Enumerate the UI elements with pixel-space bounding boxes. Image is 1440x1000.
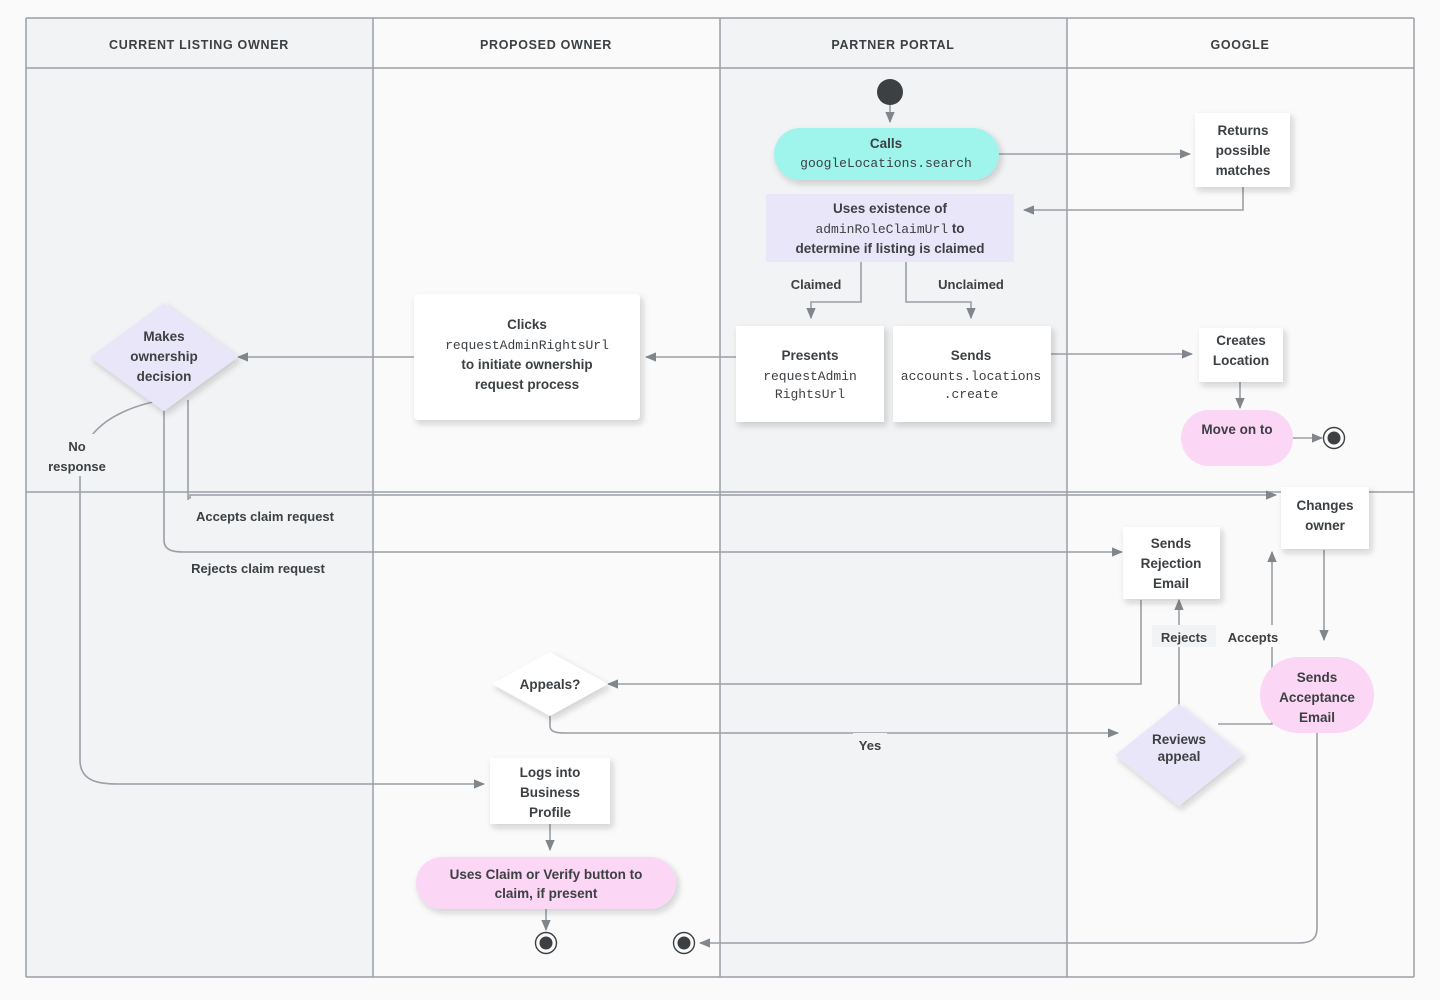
node-reviews-line1: Reviews [1152, 732, 1206, 747]
node-uses-line2-suffix: to [948, 221, 965, 236]
node-rejection-line1: Sends [1151, 536, 1192, 551]
edge-label-claimed: Claimed [791, 277, 842, 292]
node-end-circle-google[interactable] [1322, 426, 1346, 450]
node-logs-line3: Profile [529, 805, 572, 820]
node-changes-owner[interactable]: Changes owner [1281, 487, 1369, 549]
node-rejection-line2: Rejection [1141, 556, 1202, 571]
node-returns-line1: Returns [1217, 123, 1268, 138]
edge-label-rejects: Rejects [1161, 630, 1207, 645]
node-end-circle-proposed-right[interactable] [672, 931, 696, 955]
node-sends-create-line2: accounts.locations [901, 369, 1041, 384]
node-sends-accounts-locations-create[interactable]: Sends accounts.locations .create [893, 326, 1051, 422]
node-calls-line2: googleLocations.search [800, 156, 972, 171]
connectors [79, 104, 1329, 948]
node-end-circle-proposed-left[interactable] [534, 931, 558, 955]
node-reviews-appeal[interactable]: Reviews appeal [1115, 704, 1243, 806]
lane-title-partner-portal: PARTNER PORTAL [831, 38, 954, 52]
edge-label-unclaimed: Unclaimed [938, 277, 1004, 292]
node-calls-line1: Calls [870, 136, 902, 151]
edge-rejection-to-appeals [606, 600, 1142, 689]
node-decision-line3: decision [137, 369, 192, 384]
node-reviews-line2: appeal [1158, 749, 1201, 764]
node-sends-create-line3: .create [944, 387, 999, 402]
node-returns-line3: matches [1216, 163, 1271, 178]
node-rejection-line3: Email [1153, 576, 1189, 591]
node-decision-line2: ownership [130, 349, 198, 364]
lane-title-proposed-owner: PROPOSED OWNER [480, 38, 612, 52]
node-claim-line2: claim, if present [495, 886, 598, 901]
node-appeals-label: Appeals? [520, 677, 581, 692]
node-changes-owner-line1: Changes [1296, 498, 1353, 513]
node-sends-create-line1: Sends [951, 348, 992, 363]
node-start-circle[interactable] [877, 79, 903, 105]
edge-label-yes: Yes [859, 738, 881, 753]
node-returns-possible-matches[interactable]: Returns possible matches [1195, 113, 1290, 187]
node-move-on-to-label: Move on to [1201, 422, 1272, 437]
node-clicks-line1: Clicks [507, 317, 547, 332]
node-makes-ownership-decision[interactable]: Makes ownership decision [90, 303, 238, 411]
node-clicks-line2: requestAdminRightsUrl [445, 338, 609, 353]
edge-label-accepts: Accepts [1228, 630, 1279, 645]
node-clicks-requestadminrightsurl[interactable]: Clicks requestAdminRightsUrl to initiate… [414, 294, 640, 420]
node-decision-line1: Makes [143, 329, 184, 344]
svg-text:adminRoleClaimUrl to: adminRoleClaimUrl to [815, 221, 964, 237]
node-uses-existence-adminroleclaimurl[interactable]: Uses existence of adminRoleClaimUrl to d… [766, 194, 1014, 262]
node-presents-line3: RightsUrl [775, 387, 845, 402]
node-clicks-line4: request process [475, 377, 579, 392]
node-acceptance-line1: Sends [1297, 670, 1338, 685]
node-uses-line1: Uses existence of [833, 201, 948, 216]
node-logs-line2: Business [520, 785, 580, 800]
node-move-on-to[interactable]: Move on to [1181, 410, 1293, 466]
node-logs-into-business-profile[interactable]: Logs into Business Profile [490, 758, 610, 824]
node-uses-line2-code: adminRoleClaimUrl [815, 222, 948, 237]
node-logs-line1: Logs into [520, 765, 581, 780]
node-uses-line3: determine if listing is claimed [795, 241, 984, 256]
node-creates-location-line2: Location [1213, 353, 1269, 368]
node-presents-line1: Presents [781, 348, 838, 363]
node-changes-owner-line2: owner [1305, 518, 1346, 533]
edge-acceptance-to-end [698, 733, 1318, 948]
node-appeals-decision[interactable]: Appeals? [492, 652, 608, 716]
edge-appeals-yes-to-reviews [549, 714, 1120, 738]
node-uses-claim-or-verify[interactable]: Uses Claim or Verify button to claim, if… [416, 857, 676, 909]
edge-returns-to-uses [1022, 186, 1244, 215]
node-creates-location-line1: Creates [1216, 333, 1266, 348]
node-calls-googlelocations-search[interactable]: Calls googleLocations.search [774, 128, 999, 180]
node-sends-rejection-email[interactable]: Sends Rejection Email [1123, 527, 1220, 599]
node-presents-line2: requestAdmin [763, 369, 857, 384]
edge-uses-to-sends-create [905, 262, 976, 320]
node-sends-acceptance-email[interactable]: Sends Acceptance Email [1260, 657, 1374, 733]
edge-label-no-response-line2: response [48, 459, 106, 474]
node-returns-line2: possible [1216, 143, 1271, 158]
edge-labels: Claimed Unclaimed No response Accepts cl… [40, 272, 1288, 755]
node-acceptance-line2: Acceptance [1279, 690, 1355, 705]
node-creates-location[interactable]: Creates Location [1199, 328, 1283, 382]
edge-decision-accepts [187, 400, 1278, 500]
edge-label-accepts-claim-request: Accepts claim request [196, 509, 335, 524]
edge-uses-to-presents [806, 262, 862, 320]
edge-label-rejects-claim-request: Rejects claim request [191, 561, 325, 576]
lane-title-google: GOOGLE [1210, 38, 1269, 52]
node-clicks-line3: to initiate ownership [461, 357, 592, 372]
node-presents-requestadminrightsurl[interactable]: Presents requestAdmin RightsUrl [736, 326, 884, 422]
node-claim-line1: Uses Claim or Verify button to [450, 867, 643, 882]
edge-label-no-response-line1: No [68, 439, 85, 454]
lane-headers: CURRENT LISTING OWNER PROPOSED OWNER PAR… [109, 38, 1269, 52]
node-acceptance-line3: Email [1299, 710, 1335, 725]
edge-decision-rejects [163, 400, 1124, 557]
lane-title-current-listing-owner: CURRENT LISTING OWNER [109, 38, 289, 52]
